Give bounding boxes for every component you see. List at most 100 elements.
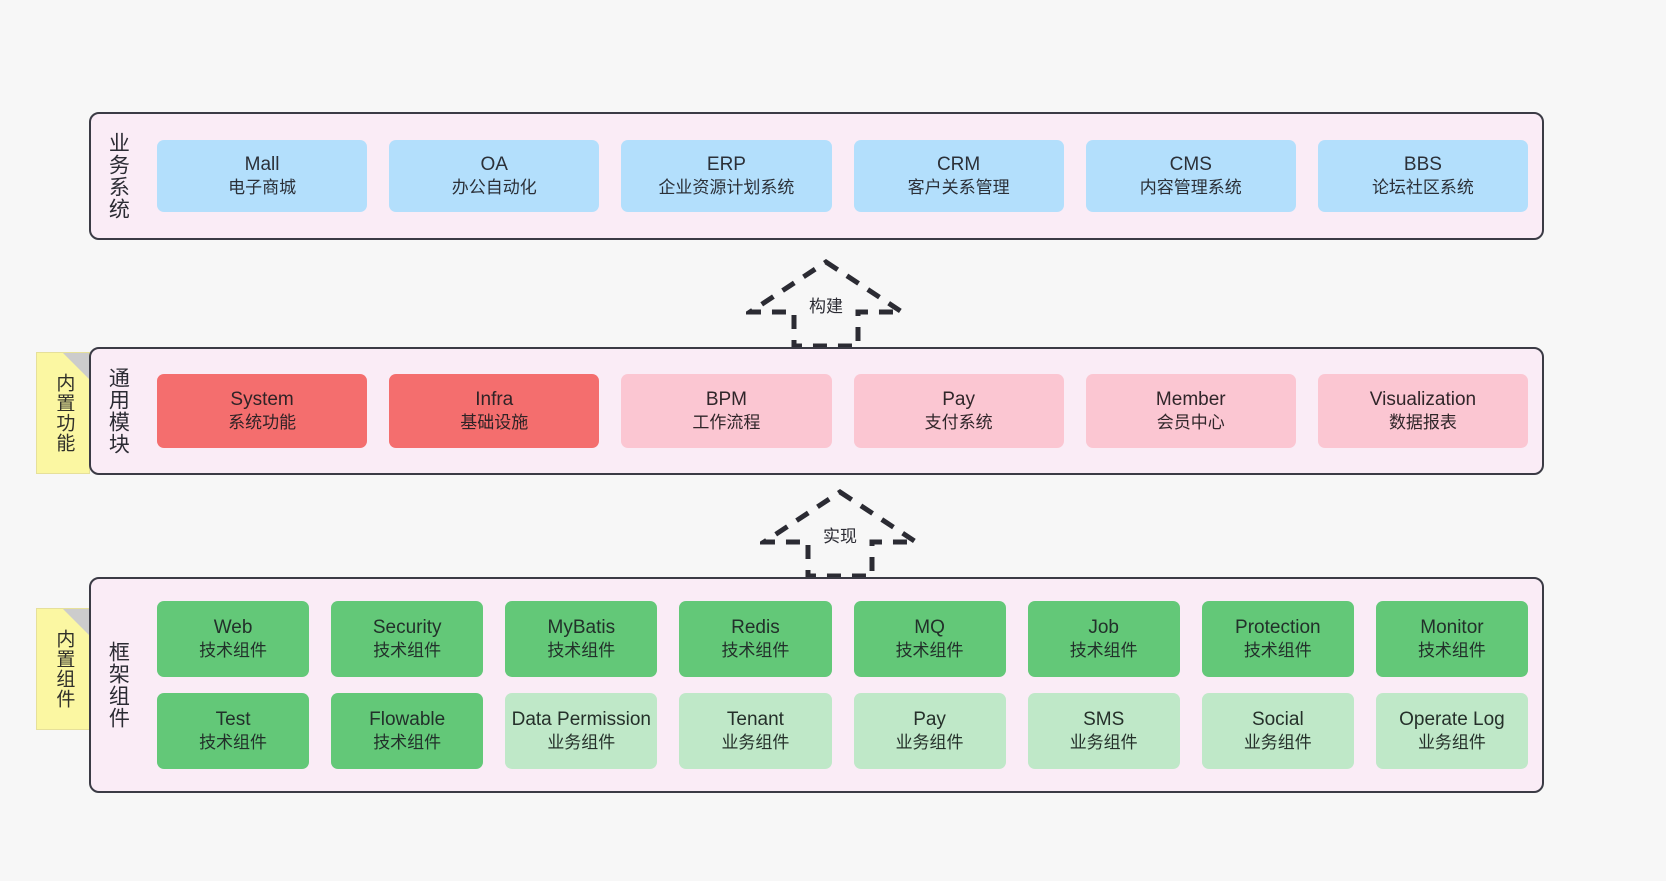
node-title: Redis (731, 616, 780, 638)
node-flowable[interactable]: Flowable 技术组件 (331, 693, 484, 769)
node-title: Web (213, 616, 253, 638)
node-title: Mall (244, 153, 280, 175)
node-subtitle: 客户关系管理 (907, 178, 1010, 198)
arrow-implement: 实现 (760, 488, 920, 578)
node-subtitle: 工作流程 (692, 413, 761, 433)
node-subtitle: 支付系统 (924, 413, 993, 433)
layer-row: Test 技术组件 Flowable 技术组件 Data Permission … (157, 693, 1528, 769)
layer-body-business: Mall 电子商城 OA 办公自动化 ERP 企业资源计划系统 CRM 客户关系… (143, 114, 1542, 238)
node-title: Security (372, 616, 442, 638)
node-pay[interactable]: Pay 支付系统 (853, 374, 1064, 448)
node-subtitle: 技术组件 (1417, 641, 1486, 661)
node-title: Flowable (369, 708, 446, 730)
node-subtitle: 技术组件 (1069, 641, 1138, 661)
node-erp[interactable]: ERP 企业资源计划系统 (621, 140, 832, 212)
node-title: Visualization (1369, 388, 1477, 410)
node-cms[interactable]: CMS 内容管理系统 (1085, 140, 1296, 212)
node-bbs[interactable]: BBS 论坛社区系统 (1317, 140, 1529, 212)
layer-common-modules: 通用模块 System 系统功能 Infra 基础设施 BPM 工作流程 Pay… (89, 347, 1544, 475)
node-mq[interactable]: MQ 技术组件 (853, 601, 1006, 677)
sticky-note-builtin-features: 内置功能 (36, 352, 90, 474)
node-security[interactable]: Security 技术组件 (331, 601, 484, 677)
layer-body-modules: System 系统功能 Infra 基础设施 BPM 工作流程 Pay 支付系统… (143, 349, 1542, 473)
node-title: System (230, 388, 294, 410)
layer-framework-components: 框架组件 Web 技术组件 Security 技术组件 MyBatis 技术组件… (89, 577, 1544, 793)
node-infra[interactable]: Infra 基础设施 (389, 374, 600, 448)
layer-title-business: 业务系统 (106, 132, 130, 220)
node-title: SMS (1083, 708, 1125, 730)
node-title: ERP (706, 153, 746, 175)
node-subtitle: 技术组件 (373, 733, 442, 753)
node-title: Pay (942, 388, 975, 410)
node-title: Tenant (726, 708, 784, 730)
node-subtitle: 技术组件 (895, 641, 964, 661)
sticky-fold-icon (63, 353, 89, 379)
node-system[interactable]: System 系统功能 (157, 374, 368, 448)
node-test[interactable]: Test 技术组件 (157, 693, 310, 769)
node-protection[interactable]: Protection 技术组件 (1201, 601, 1354, 677)
node-title: Infra (475, 388, 514, 410)
node-pay-business[interactable]: Pay 业务组件 (853, 693, 1006, 769)
node-title: BPM (705, 388, 748, 410)
node-subtitle: 会员中心 (1156, 413, 1225, 433)
layer-row: Web 技术组件 Security 技术组件 MyBatis 技术组件 Redi… (157, 601, 1528, 677)
node-title: Member (1155, 388, 1226, 410)
node-title: BBS (1403, 153, 1442, 175)
node-mall[interactable]: Mall 电子商城 (157, 140, 368, 212)
node-web[interactable]: Web 技术组件 (157, 601, 310, 677)
node-subtitle: 论坛社区系统 (1371, 178, 1474, 198)
node-tenant[interactable]: Tenant 业务组件 (679, 693, 832, 769)
arrow-build-shape (746, 259, 906, 348)
node-crm[interactable]: CRM 客户关系管理 (853, 140, 1064, 212)
layer-row: System 系统功能 Infra 基础设施 BPM 工作流程 Pay 支付系统… (157, 374, 1529, 448)
node-subtitle: 业务组件 (1243, 733, 1312, 753)
node-subtitle: 技术组件 (199, 641, 268, 661)
node-title: CRM (936, 153, 981, 175)
sticky-note-label: 内置功能 (53, 373, 75, 453)
node-subtitle: 技术组件 (199, 733, 268, 753)
node-title: Data Permission (511, 708, 651, 730)
node-redis[interactable]: Redis 技术组件 (679, 601, 832, 677)
node-bpm[interactable]: BPM 工作流程 (621, 374, 832, 448)
node-subtitle: 内容管理系统 (1139, 178, 1242, 198)
node-oa[interactable]: OA 办公自动化 (389, 140, 600, 212)
sticky-fold-icon (63, 609, 89, 635)
node-subtitle: 数据报表 (1388, 413, 1457, 433)
layer-body-framework: Web 技术组件 Security 技术组件 MyBatis 技术组件 Redi… (143, 579, 1542, 791)
node-title: CMS (1169, 153, 1212, 175)
node-social[interactable]: Social 业务组件 (1201, 693, 1354, 769)
node-subtitle: 技术组件 (1243, 641, 1312, 661)
layer-business-systems: 业务系统 Mall 电子商城 OA 办公自动化 ERP 企业资源计划系统 CRM… (89, 112, 1544, 240)
node-monitor[interactable]: Monitor 技术组件 (1375, 601, 1528, 677)
node-subtitle: 企业资源计划系统 (658, 178, 795, 198)
node-visualization[interactable]: Visualization 数据报表 (1317, 374, 1529, 448)
node-title: MQ (914, 616, 945, 638)
node-member[interactable]: Member 会员中心 (1085, 374, 1296, 448)
arrow-implement-label: 实现 (823, 527, 857, 546)
node-title: OA (480, 153, 508, 175)
arrow-build: 构建 (746, 258, 906, 348)
layer-row: Mall 电子商城 OA 办公自动化 ERP 企业资源计划系统 CRM 客户关系… (157, 140, 1529, 212)
node-mybatis[interactable]: MyBatis 技术组件 (505, 601, 658, 677)
node-subtitle: 基础设施 (460, 413, 529, 433)
node-subtitle: 业务组件 (895, 733, 964, 753)
node-subtitle: 技术组件 (373, 641, 442, 661)
node-job[interactable]: Job 技术组件 (1027, 601, 1180, 677)
node-subtitle: 业务组件 (547, 733, 616, 753)
node-title: MyBatis (547, 616, 616, 638)
node-subtitle: 电子商城 (228, 178, 297, 198)
node-subtitle: 业务组件 (1069, 733, 1138, 753)
node-data-permission[interactable]: Data Permission 业务组件 (505, 693, 658, 769)
node-title: Social (1251, 708, 1304, 730)
node-title: Operate Log (1399, 708, 1505, 730)
node-subtitle: 办公自动化 (451, 178, 537, 198)
node-subtitle: 业务组件 (1417, 733, 1486, 753)
node-title: Protection (1235, 616, 1321, 638)
node-subtitle: 系统功能 (228, 413, 297, 433)
node-title: Test (215, 708, 251, 730)
node-operate-log[interactable]: Operate Log 业务组件 (1375, 693, 1528, 769)
node-sms[interactable]: SMS 业务组件 (1027, 693, 1180, 769)
layer-title-framework: 框架组件 (106, 641, 130, 729)
node-subtitle: 技术组件 (721, 641, 790, 661)
